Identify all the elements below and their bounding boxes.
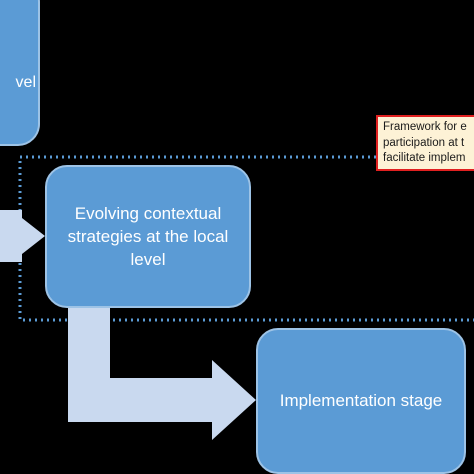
framework-dotted-boundary <box>18 155 474 322</box>
previous-stage-box: vel <box>0 0 40 146</box>
previous-stage-label: vel <box>15 74 36 91</box>
contextual-strategies-label: Evolving contextual strategies at the lo… <box>67 204 229 269</box>
bent-arrow <box>68 308 256 440</box>
framework-callout: Framework for e participation at t facil… <box>376 115 474 171</box>
callout-line: participation at t <box>383 136 465 149</box>
implementation-stage-label: Implementation stage <box>279 391 443 410</box>
left-arrow <box>0 200 45 262</box>
callout-line: facilitate implem <box>383 152 466 164</box>
contextual-strategies-box: Evolving contextual strategies at the lo… <box>45 165 251 308</box>
implementation-stage-box: Implementation stage <box>256 328 466 474</box>
callout-line: Framework for e <box>383 121 467 133</box>
